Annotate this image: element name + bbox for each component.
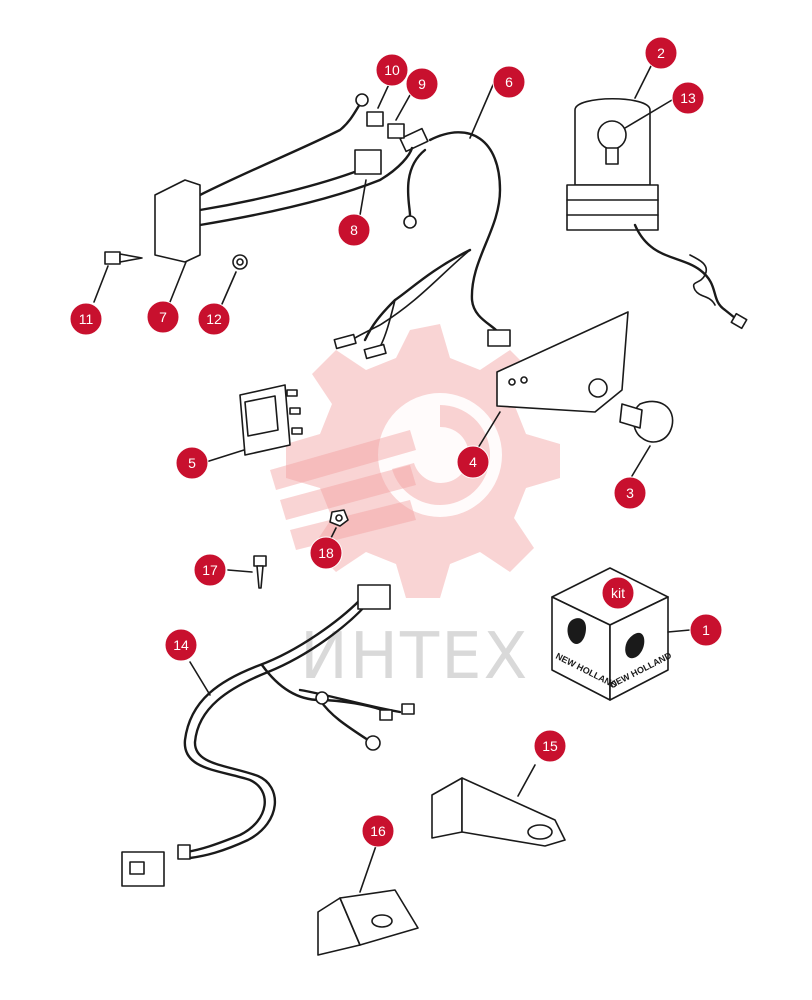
connector-14: [357, 584, 391, 610]
callout-18: 18: [309, 536, 343, 570]
callout-17: 17: [193, 553, 227, 587]
callout-14: 14: [164, 628, 198, 662]
bracket-15: [431, 764, 566, 847]
leader-7: [169, 261, 187, 303]
screw-11: [93, 251, 143, 303]
callout-16: 16: [361, 814, 395, 848]
switch-bracket-7: [154, 179, 201, 263]
svg-text:16: 16: [370, 823, 386, 839]
svg-text:9: 9: [418, 76, 426, 92]
fuse-9: [387, 123, 405, 139]
callout-4: 4: [456, 445, 490, 479]
nut-12: [221, 254, 248, 305]
callout-7: 7: [146, 300, 180, 334]
svg-text:7: 7: [159, 309, 167, 325]
screw-17: [227, 555, 267, 589]
svg-text:17: 17: [202, 562, 218, 578]
socket-3: [619, 400, 674, 477]
wiring-harness-14: [121, 584, 415, 887]
svg-text:12: 12: [206, 311, 222, 327]
svg-text:2: 2: [657, 45, 665, 61]
callout-11: 11: [69, 302, 103, 336]
callout-10: 10: [375, 53, 409, 87]
callout-2: 2: [644, 36, 678, 70]
mounting-plate-4: [477, 311, 629, 449]
callout-1: 1: [689, 613, 723, 647]
svg-text:14: 14: [173, 637, 189, 653]
fuse-holder-8: [354, 149, 382, 175]
callout-8: 8: [337, 213, 371, 247]
svg-text:15: 15: [542, 738, 558, 754]
svg-text:3: 3: [626, 485, 634, 501]
svg-text:1: 1: [702, 622, 710, 638]
callout-kit: kit: [601, 576, 635, 610]
watermark-gear-logo: [270, 324, 560, 598]
wiring-harness-6: [333, 77, 511, 360]
kit-box-1: NEW HOLLAND NEW HOLLAND: [551, 567, 691, 701]
svg-text:11: 11: [79, 311, 94, 327]
callout-5: 5: [175, 446, 209, 480]
svg-text:5: 5: [188, 455, 196, 471]
callout-3: 3: [613, 476, 647, 510]
rocker-switch-5: [205, 384, 303, 463]
watermark-text: ИНТЕХ: [300, 620, 529, 694]
svg-text:8: 8: [350, 222, 358, 238]
svg-text:kit: kit: [611, 585, 625, 601]
svg-text:10: 10: [384, 62, 400, 78]
callout-9: 9: [405, 67, 439, 101]
fuse-harness: [154, 81, 414, 263]
svg-text:18: 18: [318, 545, 334, 561]
svg-text:13: 13: [680, 90, 696, 106]
leader-8: [359, 179, 367, 216]
bracket-16: [317, 839, 419, 956]
fuse-10: [366, 111, 384, 127]
svg-text:6: 6: [505, 74, 513, 90]
callout-12: 12: [197, 302, 231, 336]
svg-text:4: 4: [469, 454, 477, 470]
beacon-lamp-2: [566, 57, 748, 330]
callout-15: 15: [533, 729, 567, 763]
callout-13: 13: [671, 81, 705, 115]
callout-6: 6: [492, 65, 526, 99]
